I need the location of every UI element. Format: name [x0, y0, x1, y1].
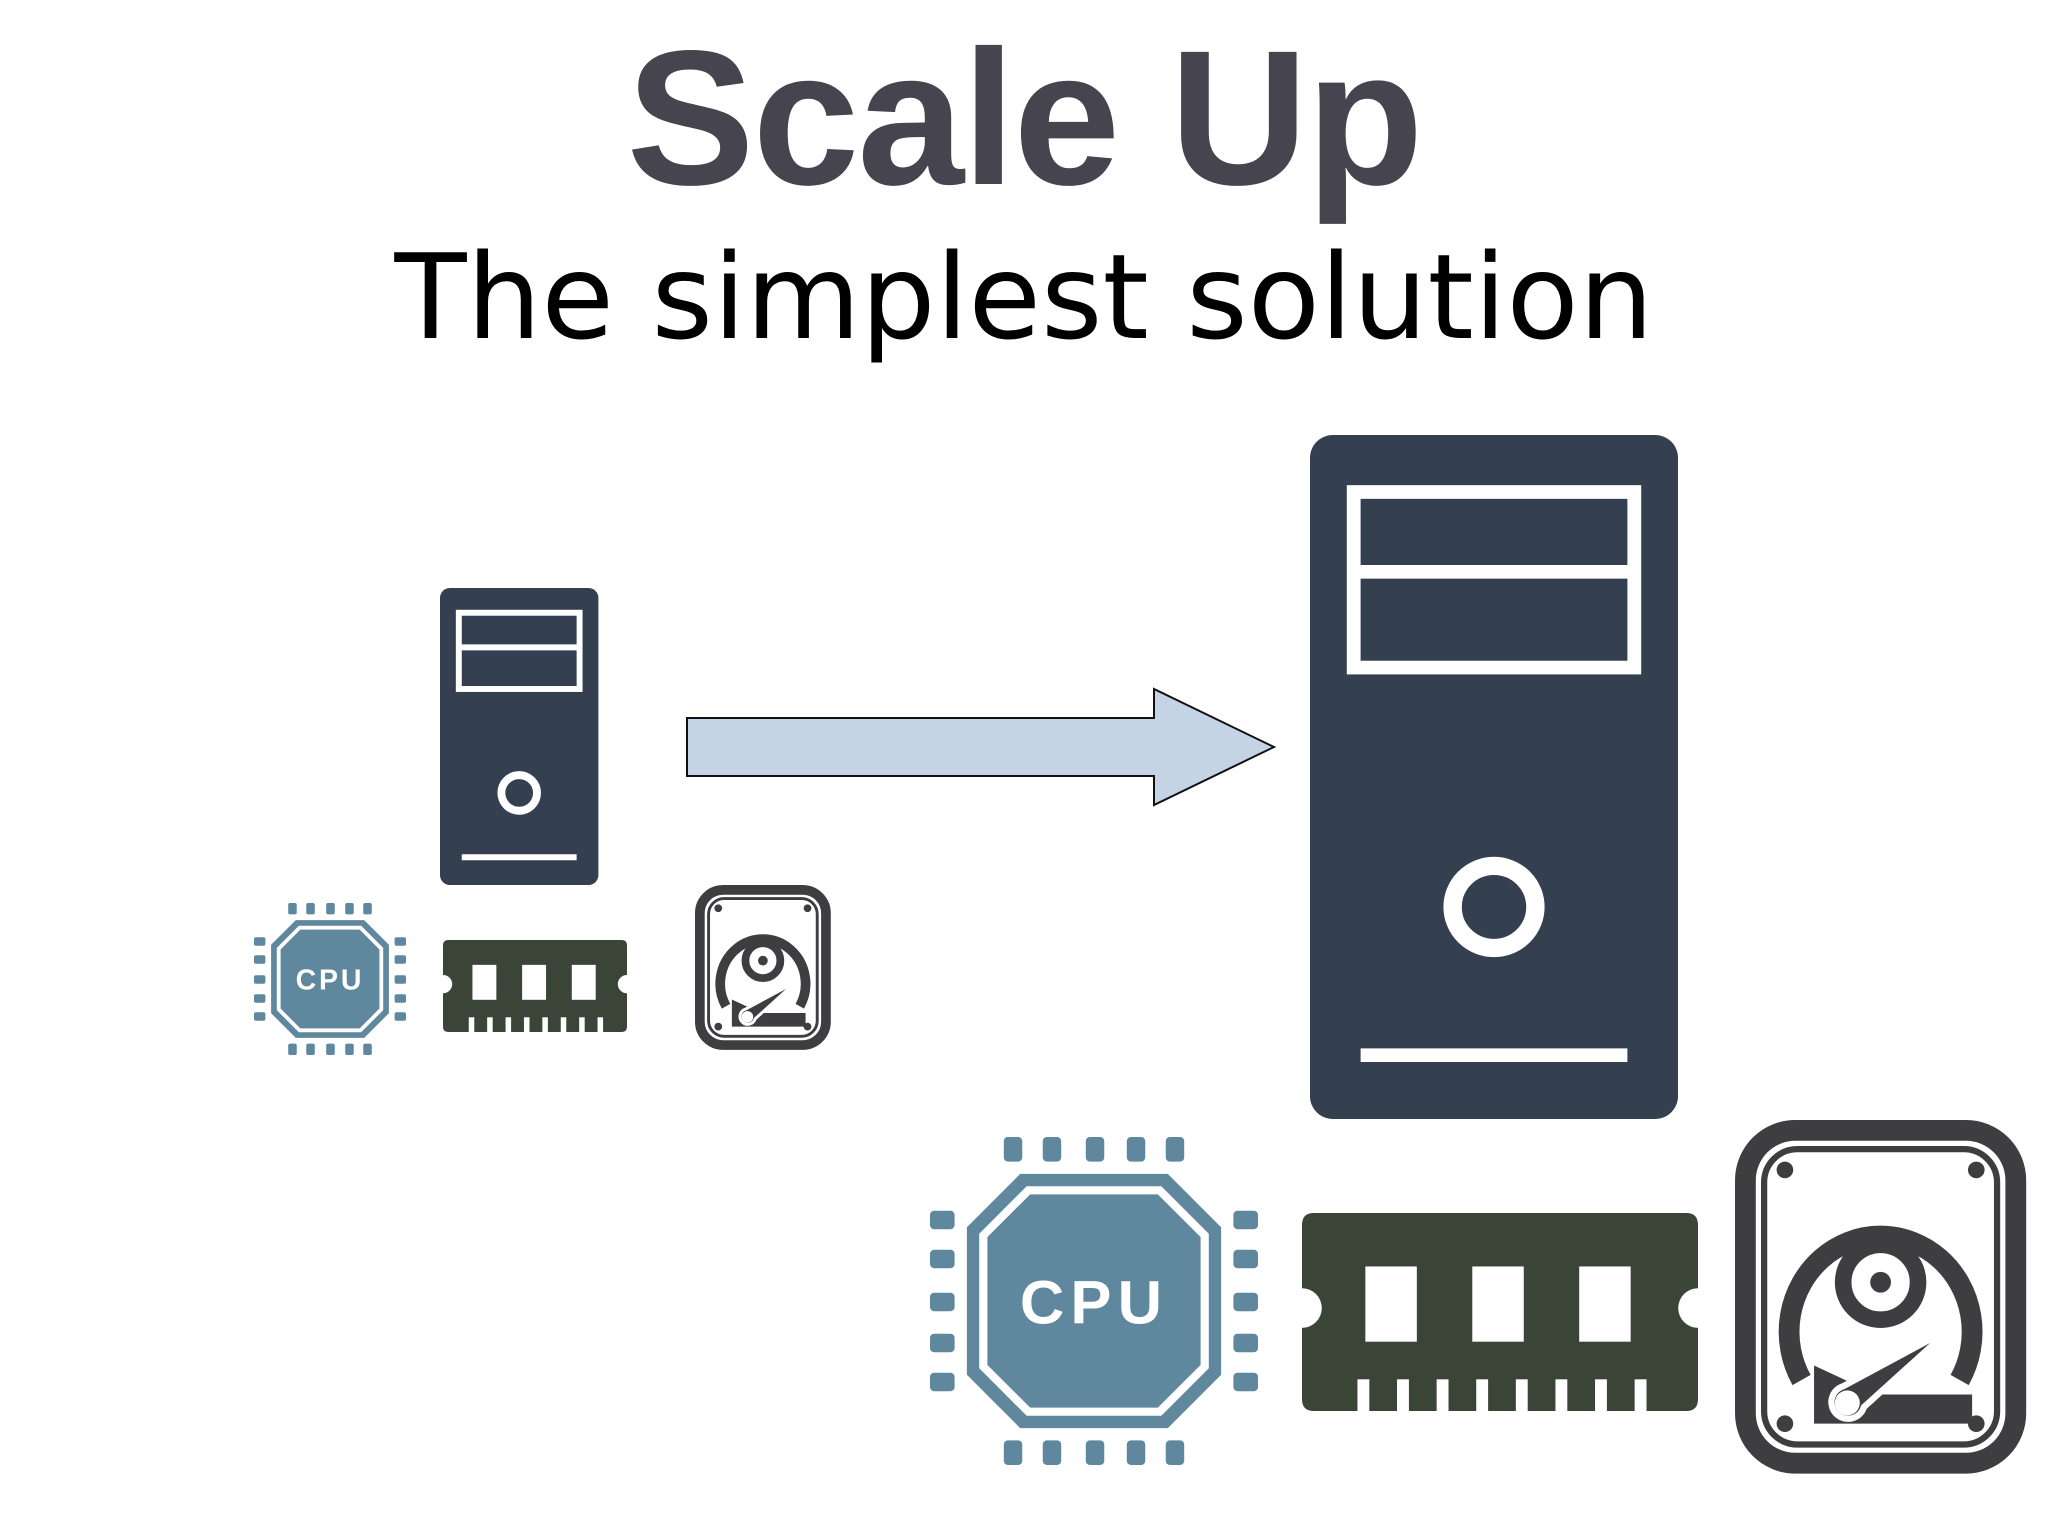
large-ram-module-icon: [1302, 1213, 1698, 1411]
large-hard-disk-icon: [1745, 1130, 2015, 1463]
page-subtitle: The simplest solution: [394, 228, 1654, 366]
small-server-group: [252, 588, 826, 1057]
small-cpu-chip-icon: [252, 901, 408, 1057]
large-server-tower-icon: [1310, 435, 1678, 1119]
small-server-tower-icon: [440, 588, 598, 885]
right-arrow-icon: [686, 687, 1277, 807]
page-title: Scale Up: [626, 10, 1423, 225]
small-hard-disk-icon: [700, 890, 826, 1045]
small-ram-module-icon: [443, 940, 627, 1032]
large-server-group: [930, 435, 2016, 1465]
large-cpu-chip-icon: [930, 1137, 1258, 1465]
